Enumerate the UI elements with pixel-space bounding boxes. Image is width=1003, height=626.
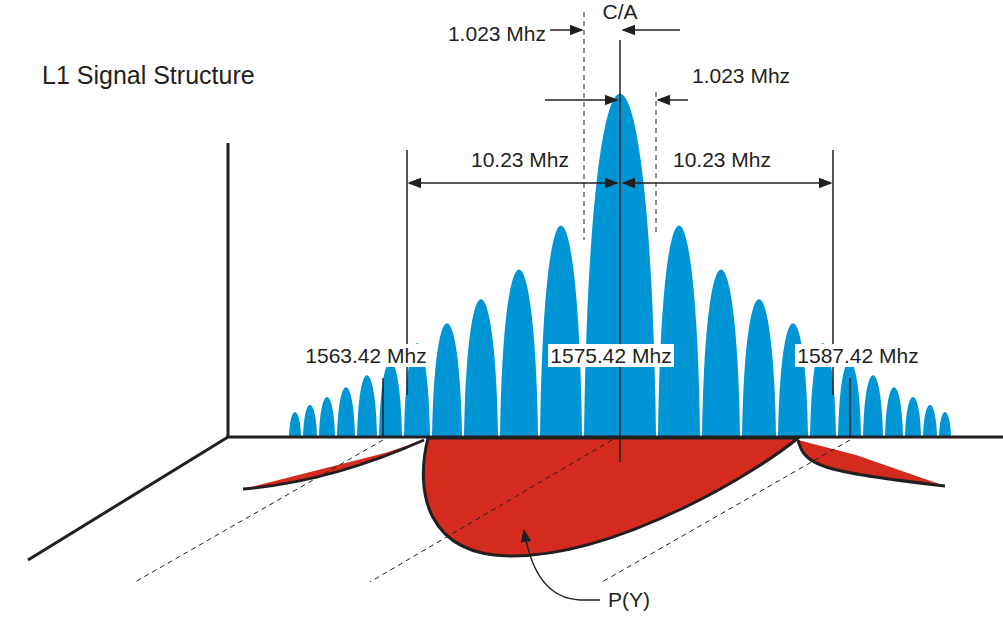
spectrum-lobe	[863, 375, 883, 437]
py-spectrum	[243, 438, 945, 556]
spectrum-lobe	[540, 226, 582, 437]
bandwidth-label: 1.023 Mhz	[690, 64, 792, 87]
frequency-label: 1587.42 Mhz	[795, 344, 920, 367]
spectrum-lobe	[432, 323, 462, 437]
spectrum-lobe	[905, 397, 921, 437]
frequency-label: 1563.42 Mhz	[303, 344, 428, 367]
spectrum-lobe	[742, 299, 776, 437]
signal-name: P(Y)	[606, 588, 652, 611]
diagram-title: L1 Signal Structure	[40, 62, 257, 90]
dimension-lines	[383, 30, 850, 600]
spectrum-lobe	[379, 361, 402, 437]
bandwidth-label: 10.23 Mhz	[671, 148, 773, 171]
spectrum-lobe	[885, 387, 903, 437]
spectrum-lobe	[939, 412, 951, 437]
spectrum-lobe	[319, 397, 335, 437]
spectrum-lobe	[778, 323, 808, 437]
spectrum-lobe	[500, 269, 538, 437]
frequency-label: 1575.42 Mhz	[548, 344, 673, 367]
bandwidth-label: 10.23 Mhz	[469, 148, 571, 171]
spectrum-lobe	[303, 405, 317, 437]
axes	[28, 143, 1003, 560]
spectrum-lobe	[702, 269, 740, 437]
spectrum-lobe	[464, 299, 498, 437]
spectrum-lobe	[289, 412, 301, 437]
guide-lines	[135, 12, 850, 582]
spectrum-lobe	[357, 375, 377, 437]
bandwidth-label: 1.023 Mhz	[446, 22, 548, 45]
spectrum-lobe	[658, 226, 700, 437]
signal-name: C/A	[600, 0, 639, 23]
spectrum-lobe	[337, 387, 355, 437]
spectrum-lobe	[923, 405, 937, 437]
spectrum-lobe	[838, 361, 861, 437]
